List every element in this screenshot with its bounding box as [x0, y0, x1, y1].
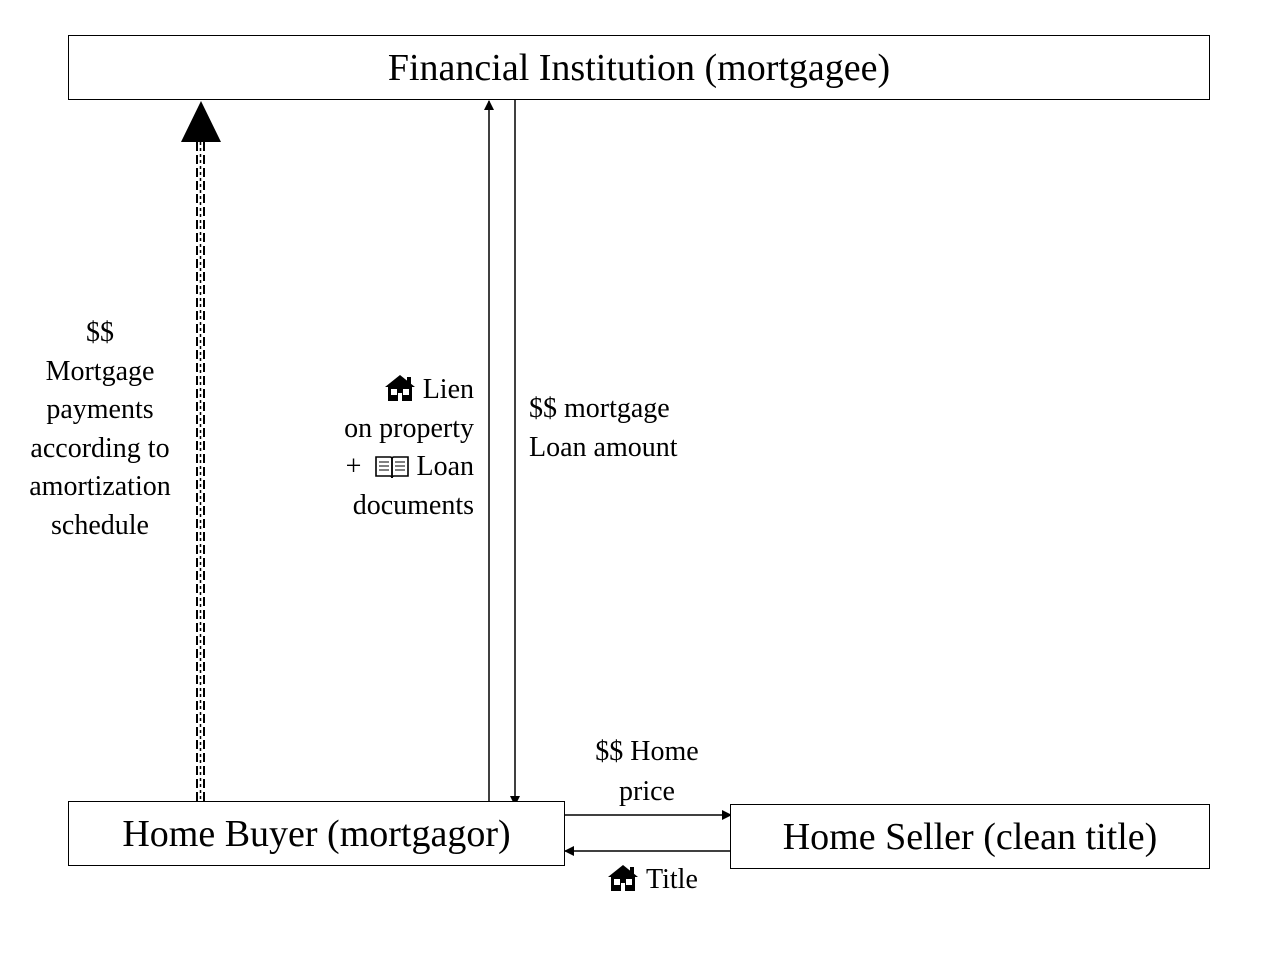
lien-line-1: Lien [422, 374, 474, 405]
lien-line-2: on property [344, 412, 474, 444]
house-icon [384, 375, 415, 401]
financial-institution-box: Financial Institution (mortgagee) [68, 35, 1210, 100]
mortgage-payments-arrow [181, 101, 221, 802]
title-label: Title [606, 861, 698, 900]
payments-line-3: payments [46, 394, 154, 425]
home-buyer-box: Home Buyer (mortgagor) [68, 801, 565, 866]
financial-institution-label: Financial Institution (mortgagee) [387, 46, 891, 89]
home-price-line-2: price [619, 776, 675, 807]
payment-arrowhead [181, 101, 221, 142]
loan-line-1: $$ mortgage [529, 393, 670, 424]
loan-amount-label: $$ mortgage Loan amount [529, 390, 678, 467]
title-text: Title [646, 864, 698, 895]
home-buyer-label: Home Buyer (mortgagor) [122, 812, 511, 855]
mortgage-payments-label: $$ Mortgage payments according to amorti… [10, 314, 190, 545]
payments-line-1: $$ [86, 317, 114, 348]
lien-plus: + [345, 451, 362, 482]
payments-line-5: amortization [29, 471, 171, 502]
lien-label: Lien on property + Loan documents [300, 371, 474, 525]
home-seller-box: Home Seller (clean title) [730, 804, 1210, 869]
payments-line-6: schedule [51, 509, 149, 541]
lien-line-3: Loan [416, 451, 474, 482]
house-icon [608, 865, 638, 891]
book-icon [375, 456, 410, 479]
loan-line-2: Loan amount [529, 431, 678, 463]
home-price-line-1: $$ Home [595, 736, 699, 767]
payments-line-2: Mortgage [45, 355, 155, 387]
lien-line-4: documents [352, 489, 474, 521]
payments-line-4: according to [30, 432, 170, 464]
home-seller-label: Home Seller (clean title) [782, 815, 1158, 858]
home-price-label: $$ Home price [572, 732, 722, 812]
